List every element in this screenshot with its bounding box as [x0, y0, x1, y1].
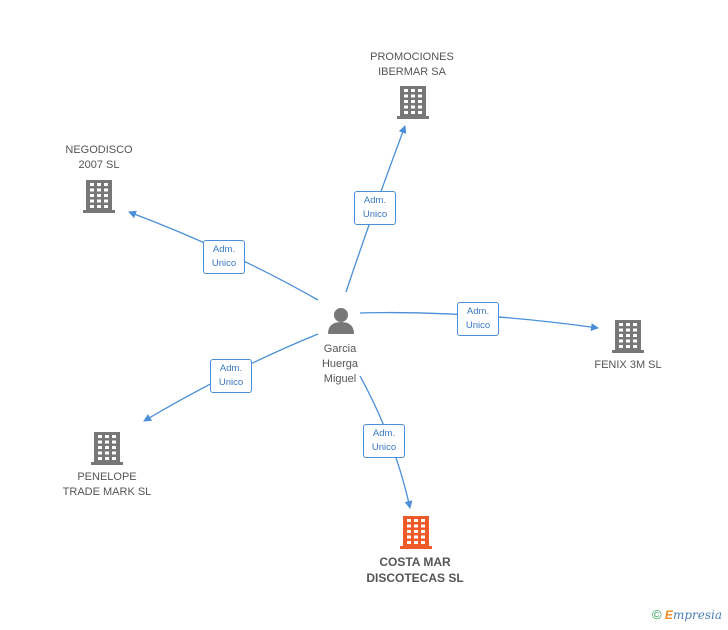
building-icon[interactable] [91, 432, 123, 465]
company-label-fenix[interactable]: FENIX 3M SL [594, 359, 662, 371]
company-label-negodisco[interactable]: NEGODISCO 2007 SL [65, 144, 133, 171]
edge-label-penelope: Adm. Unico [210, 359, 252, 393]
brand-initial: E [664, 608, 673, 622]
company-label-promociones[interactable]: PROMOCIONES IBERMAR SA [370, 51, 454, 78]
edge-label-costamar: Adm. Unico [363, 424, 405, 458]
building-icon[interactable] [397, 86, 429, 119]
footer-brand: © Empresia [652, 607, 722, 622]
edge-label-promociones: Adm. Unico [354, 191, 396, 225]
edge-label-negodisco: Adm. Unico [203, 240, 245, 274]
building-icon[interactable] [83, 180, 115, 213]
building-icon[interactable] [400, 516, 432, 549]
edge-label-fenix: Adm. Unico [457, 302, 499, 336]
person-icon [328, 308, 354, 334]
company-label-costamar[interactable]: COSTA MAR DISCOTECAS SL [366, 555, 464, 585]
building-icon[interactable] [612, 320, 644, 353]
copyright-icon: © [651, 607, 662, 622]
company-label-penelope[interactable]: PENELOPE TRADE MARK SL [62, 471, 152, 498]
person-label[interactable]: Garcia Huerga Miguel [321, 343, 359, 385]
brand-name: mpresia [672, 608, 722, 622]
